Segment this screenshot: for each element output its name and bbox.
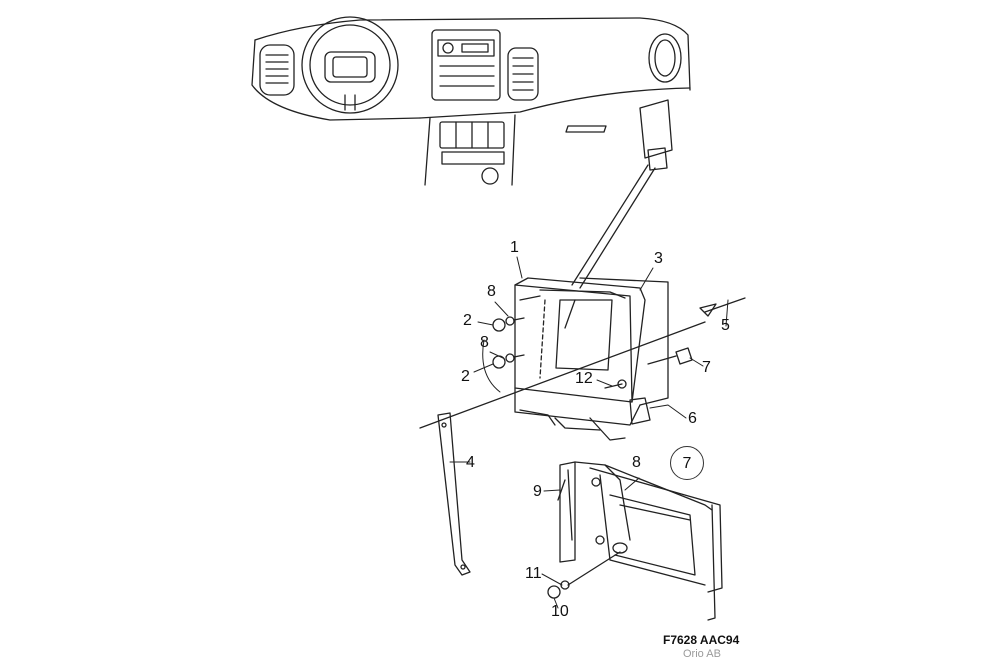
callout-11: 11 [525,565,542,582]
control-unit [514,277,669,441]
callout-1: 1 [510,239,519,256]
dashboard-illustration [251,16,691,289]
callout-6: 6 [688,410,697,427]
figure-code: F7628 AAC94 [663,633,740,647]
callout-12: 12 [575,370,593,387]
mounting-bracket-detail [547,461,723,621]
watermark: Orio AB [683,648,721,660]
callout-3: 3 [654,250,663,267]
callout-2: 2 [463,312,472,329]
callout-10: 10 [551,603,569,620]
callout-9: 9 [533,483,542,500]
callout-5: 5 [721,317,730,334]
bracket-4 [437,412,471,576]
leader-lines [449,256,729,609]
detail-view-badge: 7 [670,446,704,480]
callout-7: 7 [702,359,711,376]
callout-4: 4 [466,454,475,471]
callout-8: 8 [487,283,496,300]
detail-view-number: 7 [682,455,692,472]
callout-2-lower: 2 [461,368,470,385]
nut-fasteners [492,316,525,369]
callout-8-detail: 8 [632,454,641,471]
callout-8-lower: 8 [480,334,489,351]
